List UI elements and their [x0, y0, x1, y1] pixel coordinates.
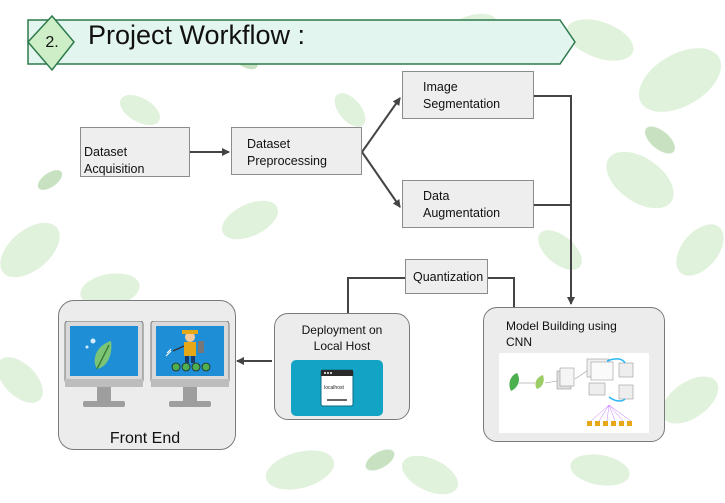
node-deployment: Deployment on Local Host — [274, 313, 410, 420]
node-label: Model Building using CNN — [506, 319, 617, 350]
banner-diamond — [26, 14, 75, 72]
monitor-left — [64, 321, 144, 407]
node-label: Data Augmentation — [423, 189, 501, 220]
banner-number: 2. — [45, 34, 59, 51]
title-banner — [26, 14, 576, 72]
front-end-label: Front End — [109, 430, 181, 447]
connectors — [190, 95, 575, 365]
node-label: Dataset Acquisition — [84, 145, 145, 176]
node-data-augmentation: Data Augmentation — [402, 180, 534, 228]
monitors — [64, 321, 230, 407]
node-dataset-acquisition: Dataset Acquisition — [80, 127, 190, 177]
node-label: Dataset Preprocessing — [247, 137, 327, 168]
cnn-architecture-diagram — [499, 353, 649, 433]
node-quantization: Quantization — [405, 259, 488, 294]
arrow-preprocessing-to-segmentation — [361, 97, 401, 153]
node-front-end — [58, 300, 236, 450]
localhost-text: localhost — [324, 385, 344, 391]
node-dataset-preprocessing: Dataset Preprocessing — [231, 127, 362, 175]
arrow-preprocessing-to-augmentation — [361, 151, 401, 208]
line-quantization-to-deployment — [347, 277, 405, 318]
node-image-segmentation: Image Segmentation — [402, 71, 534, 119]
node-label: Quantization — [413, 270, 484, 284]
line-model-to-quantization — [488, 277, 515, 309]
arrow-segmentation-to-model — [534, 95, 575, 305]
node-model-building: Model Building using CNN — [483, 307, 665, 442]
node-label: Deployment on Local Host — [301, 323, 383, 354]
browser-window-icon — [291, 360, 383, 416]
farmer-icon — [165, 330, 211, 372]
page-title: Project Workflow : — [88, 20, 306, 50]
monitor-right — [150, 321, 230, 407]
node-label: Image Segmentation — [423, 80, 501, 111]
